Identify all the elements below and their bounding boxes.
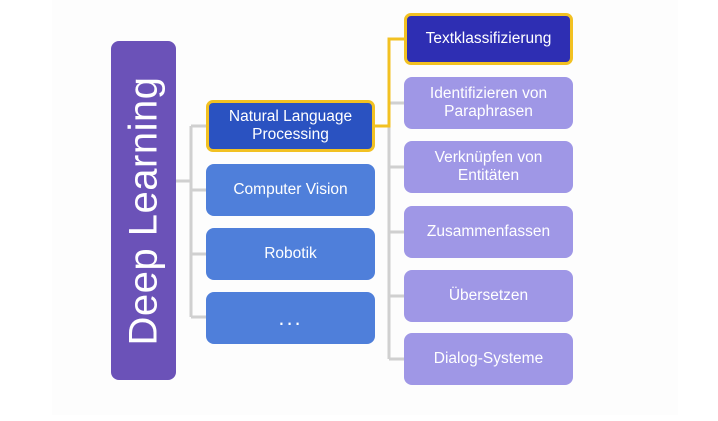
task-node-zusammenfassen: Zusammenfassen — [404, 206, 573, 258]
field-node-label: Robotik — [264, 245, 317, 263]
field-node-robotik: Robotik — [206, 228, 375, 280]
field-node-label: ... — [278, 305, 303, 331]
task-node-label: Zusammenfassen — [426, 223, 551, 241]
task-node-textklassifizierung: Textklassifizierung — [404, 13, 573, 65]
task-node-label: Textklassifizierung — [425, 30, 552, 48]
root-node-deep-learning: Deep Learning — [111, 41, 176, 380]
task-node-label: Übersetzen — [448, 287, 529, 305]
task-node-entitaeten: Verknüpfen von Entitäten — [404, 141, 573, 193]
task-node-paraphrasen: Identifizieren von Paraphrasen — [404, 77, 573, 129]
field-node-label: Computer Vision — [233, 181, 348, 199]
field-node-computer-vision: Computer Vision — [206, 164, 375, 216]
field-node-nlp: Natural Language Processing — [206, 100, 375, 152]
task-node-label: Dialog-Systeme — [433, 350, 544, 368]
task-node-label: Identifizieren von Paraphrasen — [429, 85, 548, 120]
task-node-dialog-systeme: Dialog-Systeme — [404, 333, 573, 385]
task-node-label: Verknüpfen von Entitäten — [434, 149, 543, 184]
root-node-label: Deep Learning — [121, 76, 166, 345]
connector-highlight-path — [375, 37, 404, 128]
task-node-uebersetzen: Übersetzen — [404, 270, 573, 322]
field-node-more: ... — [206, 292, 375, 344]
field-node-label: Natural Language Processing — [228, 108, 353, 143]
